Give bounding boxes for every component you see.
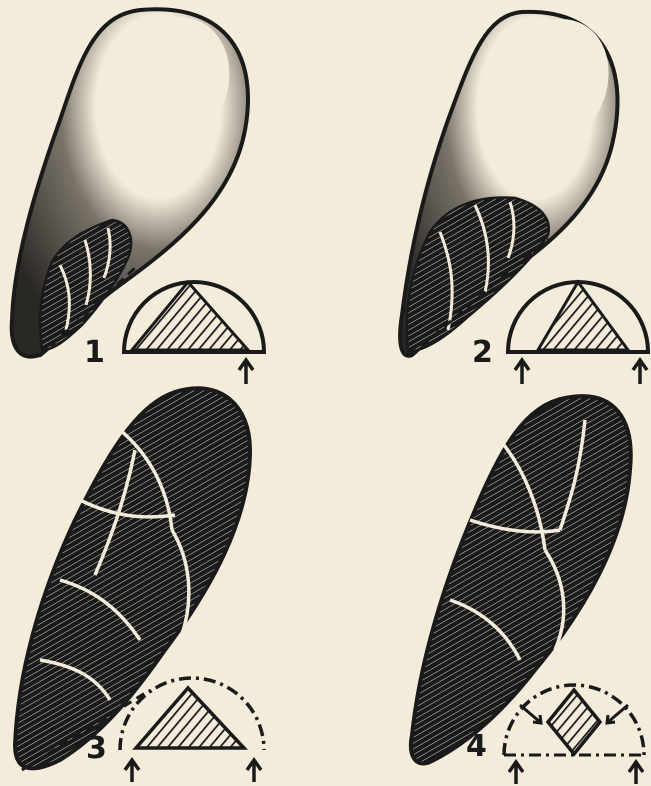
figure-2-number: 2 xyxy=(472,335,493,370)
figure-3-flint xyxy=(15,388,250,768)
figure-4-arrow-left xyxy=(509,762,523,784)
figure-3-arrow-right xyxy=(247,760,261,782)
figure-1-number: 1 xyxy=(84,335,105,370)
figure-4: 4 xyxy=(411,396,644,784)
figure-4-inner-arrow-right xyxy=(607,705,628,723)
figure-4-arrow-right xyxy=(629,762,643,784)
figure-3-arrow-left xyxy=(125,760,139,782)
figure-2-arrow-left xyxy=(515,360,529,384)
figure-3: 3 xyxy=(15,388,264,782)
figure-3-number: 3 xyxy=(86,731,107,766)
figure-1-arrow xyxy=(239,360,253,384)
figure-2-arrow-right xyxy=(633,360,647,384)
figure-4-inner-arrow-left xyxy=(520,705,541,723)
figure-1: 1 xyxy=(12,0,264,384)
figure-3-cross-section-core xyxy=(136,688,244,748)
figure-4-cross-section-core xyxy=(548,690,600,754)
figure-4-number: 4 xyxy=(466,729,487,764)
figure-2: 2 xyxy=(400,0,648,384)
